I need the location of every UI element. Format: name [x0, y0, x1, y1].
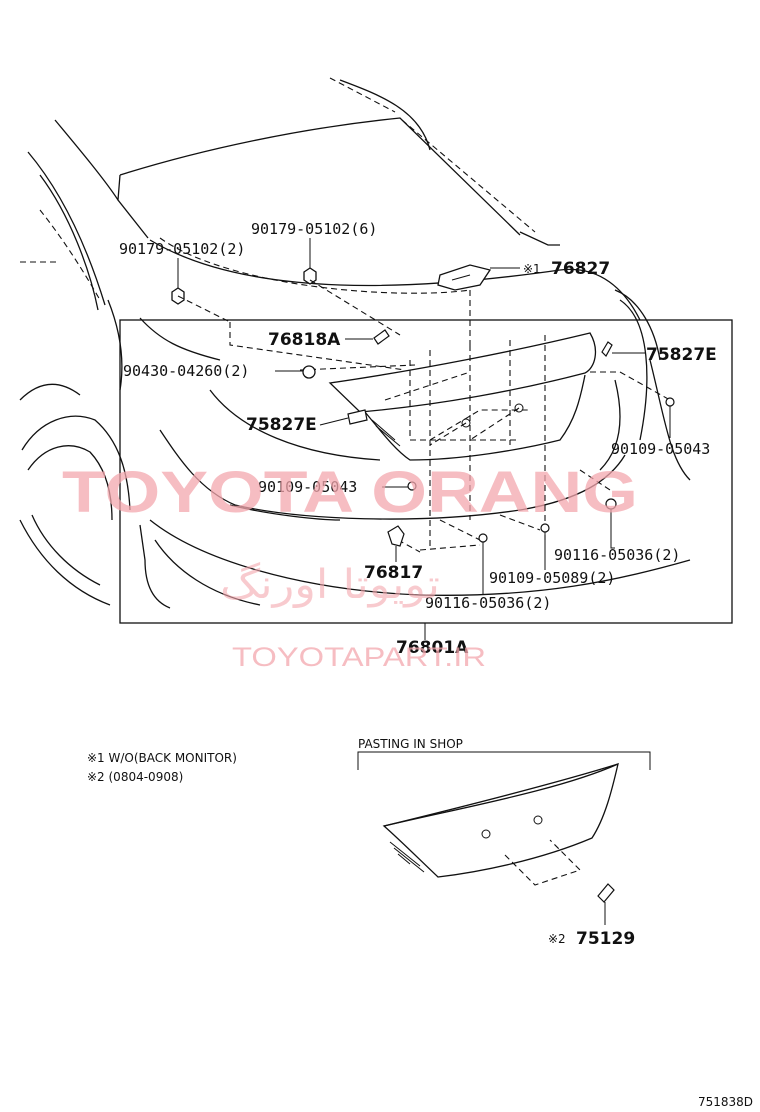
- label-75129: 75129: [576, 929, 635, 949]
- label-76818A: 76818A: [268, 330, 341, 350]
- screw-90109-05089: [540, 523, 550, 533]
- clip-90179-a: [303, 267, 317, 285]
- figure-id: 751838D: [698, 1095, 753, 1109]
- part-75827E-right: [601, 341, 613, 357]
- label-90179-05102-2: 90179-05102(2): [119, 240, 245, 258]
- leader-lines: [177, 238, 671, 640]
- note-1: ※1 W/O(BACK MONITOR): [87, 751, 237, 765]
- watermark-url: TOYOTAPART.IR: [232, 642, 486, 672]
- label-90109-05043-left: 90109-05043: [258, 478, 357, 496]
- label-90179-05102-6: 90179-05102(6): [251, 220, 377, 238]
- label-76827-mark: ※1: [523, 262, 541, 276]
- clip-90430: [302, 365, 316, 379]
- label-90109-05043-right: 90109-05043: [611, 440, 710, 458]
- pasting-title: PASTING IN SHOP: [358, 737, 463, 751]
- pasting-inset: PASTING IN SHOP ※2 75129: [357, 737, 651, 949]
- label-90116-05036-left: 90116-05036(2): [425, 594, 551, 612]
- part-labels: 90179-05102(2) 90179-05102(6) ※1 76827 7…: [119, 220, 717, 658]
- label-75827E-right: 75827E: [646, 345, 717, 365]
- assembly-frame: [119, 317, 733, 624]
- label-90116-05036-right: 90116-05036(2): [554, 546, 680, 564]
- label-76817: 76817: [364, 563, 423, 583]
- label-90430-04260: 90430-04260(2): [123, 362, 249, 380]
- notes: ※1 W/O(BACK MONITOR) ※2 (0804-0908): [87, 751, 237, 784]
- label-76827: 76827: [551, 259, 610, 279]
- label-75827E-left: 75827E: [246, 415, 317, 435]
- label-90109-05089: 90109-05089(2): [489, 569, 615, 587]
- label-75129-mark: ※2: [548, 932, 566, 946]
- part-75129: [597, 883, 615, 903]
- part-76818A: [373, 329, 390, 345]
- watermark-persian: تویوتا اورنگ: [220, 562, 440, 608]
- nut-90116-left: [478, 533, 488, 543]
- note-2: ※2 (0804-0908): [87, 770, 183, 784]
- screw-90109-left: [407, 481, 417, 491]
- assembly-box: [119, 319, 733, 624]
- part-76827: [437, 264, 492, 291]
- label-76801A: 76801A: [396, 638, 469, 658]
- part-76817: [387, 525, 405, 547]
- screw-90109-right: [665, 397, 675, 407]
- part-75827E-left: [347, 409, 368, 425]
- watermarks: TOYOTA ORANG تویوتا اورنگ TOYOTAPART.IR: [62, 460, 638, 672]
- watermark-brand: TOYOTA ORANG: [62, 460, 638, 525]
